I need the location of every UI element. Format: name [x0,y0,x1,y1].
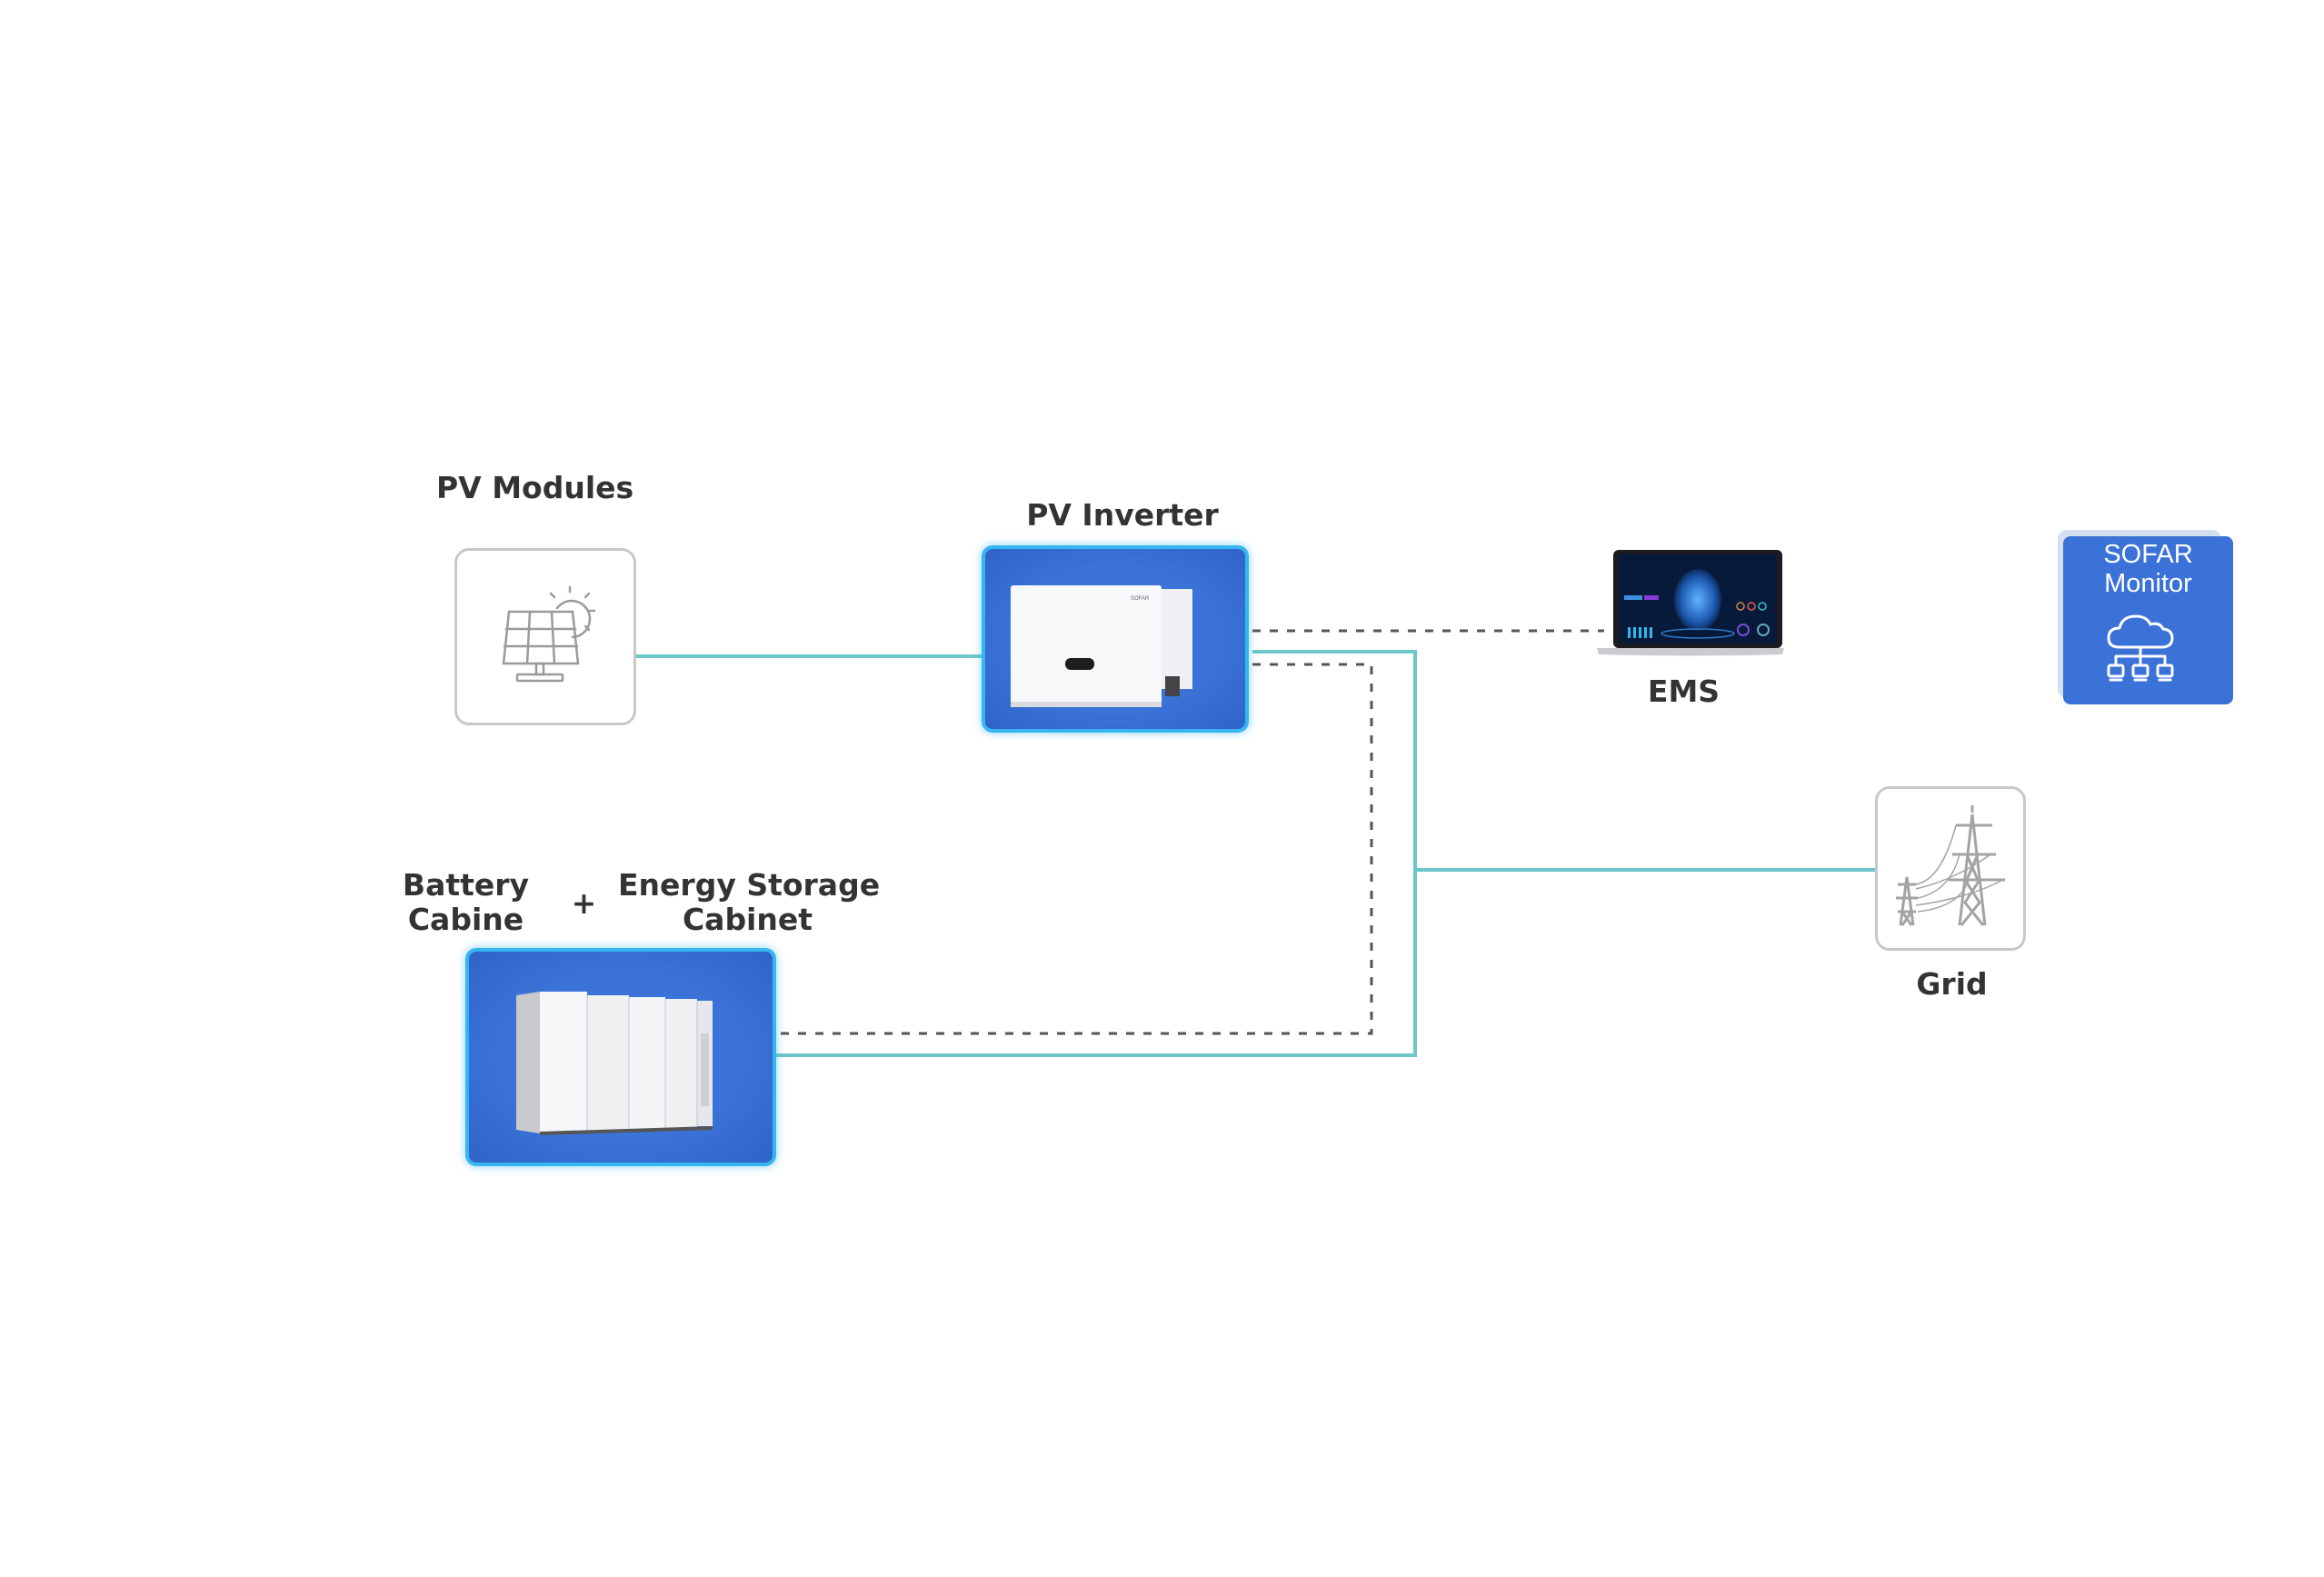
pv-modules-label: PV Modules [436,470,634,505]
plus-sign: + [571,885,597,921]
sofar-monitor-title: SOFAR Monitor [2063,540,2233,598]
sofar-monitor-line2: Monitor [2104,569,2192,598]
pv-inverter-label: PV Inverter [1026,497,1219,533]
power-tower-icon [1896,805,2005,926]
ems-node[interactable] [1595,550,1786,657]
energy-storage-cabinet-label: Energy Storage Cabinet [618,867,881,937]
battery-cabinet-label: Battery Cabine [400,868,532,937]
inverter-to-battery-comm-line [780,663,1373,1035]
battery-label-line1: Battery [402,867,530,903]
sofar-monitor-line1: SOFAR [2103,540,2193,569]
energy-storage-label-line2: Cabinet [682,902,813,937]
energy-storage-label-line1: Energy Storage [618,867,881,903]
solar-panel-icon [502,585,596,683]
inverter-icon: SOFAR [1011,585,1192,707]
battery-storage-node[interactable] [465,948,776,1166]
battery-cabinet-icon [516,992,713,1135]
pv-inverter-node[interactable]: SOFAR [982,545,1249,733]
svg-text:SOFAR: SOFAR [1131,596,1150,602]
inverter-to-grid-battery-power-line [771,650,1417,1057]
grid-label: Grid [1916,966,1988,1002]
grid-node[interactable] [1875,786,2026,951]
cloud-network-icon [2107,614,2174,682]
laptop-dashboard-icon [1597,550,1784,656]
ems-label: EMS [1647,674,1721,709]
sofar-monitor-node[interactable]: SOFAR Monitor [2063,536,2233,704]
battery-label-line2: Cabine [407,902,524,937]
pv-modules-node[interactable] [454,548,636,725]
